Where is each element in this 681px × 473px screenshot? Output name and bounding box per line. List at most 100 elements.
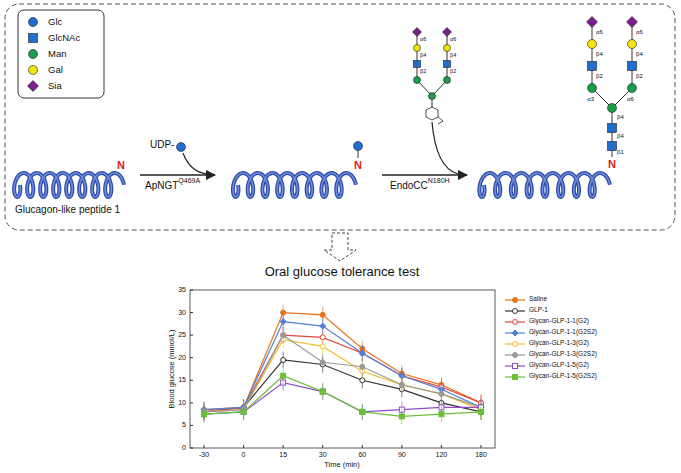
data-marker xyxy=(513,342,518,347)
glycan-symbol xyxy=(608,142,617,151)
series-line xyxy=(204,340,481,412)
y-tick xyxy=(190,448,193,449)
data-marker xyxy=(281,333,286,338)
series-line xyxy=(204,383,481,415)
x-tick xyxy=(243,445,244,448)
legend-label: Glycan-GLP-1-5(G2) xyxy=(529,362,589,369)
series-line xyxy=(204,322,481,410)
oxazoline-ring xyxy=(426,107,443,124)
tick-label: 120 xyxy=(436,451,448,458)
linkage-label: α6 xyxy=(450,37,456,43)
peptide-helix xyxy=(14,173,124,197)
linkage-label: β2 xyxy=(420,69,426,75)
glycosylation-site: N xyxy=(117,160,125,171)
plot-frame xyxy=(190,290,495,448)
data-marker xyxy=(320,360,325,365)
data-marker xyxy=(439,391,444,396)
glycan-symbol xyxy=(588,84,597,93)
x-tick xyxy=(204,445,205,448)
annotation: Q469A xyxy=(178,177,200,184)
down-arrow xyxy=(324,233,356,261)
glycan-symbol xyxy=(413,28,422,37)
data-marker xyxy=(202,412,207,417)
tick-label: 25 xyxy=(178,331,186,338)
glycan-symbol xyxy=(608,104,617,113)
data-marker xyxy=(513,353,518,358)
y-tick xyxy=(190,357,193,358)
data-marker xyxy=(280,319,286,325)
tick-label: 30 xyxy=(319,451,327,458)
legend-label: Glycan-GLP-1-3(G2S2) xyxy=(529,351,597,358)
y-tick xyxy=(190,290,193,291)
peptide-helix-highlight xyxy=(233,173,356,197)
legend-label: Gal xyxy=(48,65,63,75)
data-marker xyxy=(320,389,325,394)
data-marker xyxy=(513,375,518,380)
data-marker xyxy=(513,320,518,325)
data-marker xyxy=(439,391,444,396)
legend-label: Glycan-GLP-1-3(G2) xyxy=(529,340,589,347)
annotation: Glucagon-like peptide 1 xyxy=(15,205,120,215)
annotation: ApNGT xyxy=(145,181,178,191)
data-marker xyxy=(513,298,518,303)
x-tick xyxy=(322,445,323,448)
data-marker xyxy=(281,333,286,338)
glycan-symbol xyxy=(414,61,421,68)
data-marker xyxy=(202,412,207,417)
tick-label: -30 xyxy=(199,451,209,458)
tick-label: 10 xyxy=(178,399,186,406)
tick-label: 0 xyxy=(242,451,246,458)
linkage-label: β2 xyxy=(636,73,643,79)
legend-label: Man xyxy=(48,49,66,59)
x-tick xyxy=(441,445,442,448)
donor-arrow xyxy=(432,122,458,174)
data-marker xyxy=(399,382,404,387)
peptide-helix xyxy=(233,173,356,197)
data-marker xyxy=(479,409,484,414)
series-line xyxy=(204,376,481,417)
data-marker xyxy=(359,350,365,356)
peptide-helix-highlight xyxy=(479,173,610,197)
legend-label: GlcNAc xyxy=(48,33,80,43)
legend-label: Glc xyxy=(48,17,62,27)
glycan-symbol xyxy=(177,143,186,152)
y-tick xyxy=(190,312,193,313)
series-line xyxy=(204,335,481,412)
tick-label: 30 xyxy=(178,309,186,316)
data-marker xyxy=(513,364,518,369)
reaction-arrow xyxy=(382,174,467,176)
legend-swatch xyxy=(29,50,38,59)
legend-swatch xyxy=(28,81,39,92)
legend-swatch xyxy=(29,34,38,43)
x-tick xyxy=(362,445,363,448)
glycan-symbol xyxy=(443,28,452,37)
data-marker xyxy=(281,373,286,378)
linkage-label: β4 xyxy=(636,51,643,57)
glycan-symbol xyxy=(354,142,363,151)
x-tick xyxy=(481,445,482,448)
legend-label: Glycan-GLP-1-1(G2S2) xyxy=(529,329,597,336)
y-tick xyxy=(190,380,193,381)
data-marker xyxy=(399,382,404,387)
peptide-helix-highlight xyxy=(14,173,124,197)
data-marker xyxy=(360,351,365,356)
series-line xyxy=(204,335,481,412)
dashed-frame xyxy=(5,4,675,230)
data-marker xyxy=(360,409,365,414)
tick-label: 60 xyxy=(358,451,366,458)
symbol-legend-box xyxy=(18,10,104,98)
legend-swatch xyxy=(29,18,38,27)
data-marker xyxy=(320,323,326,329)
legend-label: Glycan-GLP-1-5(G2S2) xyxy=(529,373,597,380)
y-tick xyxy=(190,335,193,336)
tick-label: 20 xyxy=(178,354,186,361)
series-line xyxy=(204,313,481,410)
chart-title: Oral glucose tolerance test xyxy=(265,265,420,278)
donor-arrow xyxy=(183,153,207,174)
annotation: EndoCC xyxy=(390,181,428,191)
glycan-symbol xyxy=(444,61,451,68)
linkage-label: β1 xyxy=(617,149,624,155)
data-marker xyxy=(281,357,286,362)
data-marker xyxy=(320,312,325,317)
